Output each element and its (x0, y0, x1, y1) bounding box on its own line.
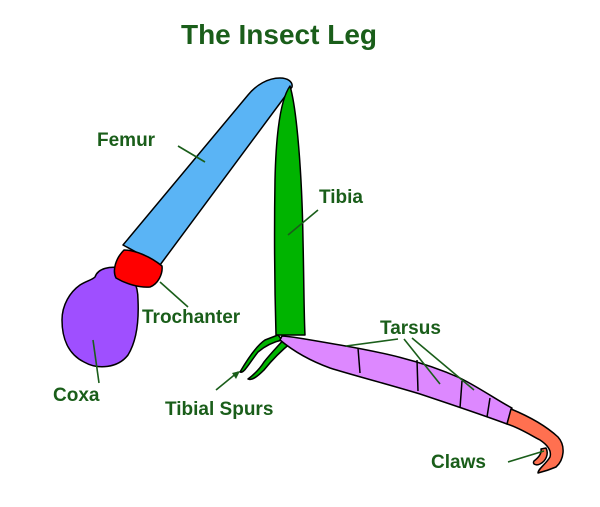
tarsus-leader-1 (345, 338, 399, 347)
label-femur: Femur (97, 130, 156, 151)
diagram-title: The Insect Leg (181, 19, 377, 50)
claws-segment (506, 408, 564, 474)
label-tibial-spurs: Tibial Spurs (165, 399, 273, 420)
tarsus-leader-3 (411, 337, 475, 391)
claw-tip (532, 447, 548, 466)
trochanter-segment (113, 249, 163, 288)
tibial-spur-right (247, 336, 293, 381)
tibial-spurs-arrow-head (232, 371, 240, 379)
tarsus-segment (279, 335, 513, 425)
coxa-leader (92, 339, 100, 384)
tibia-leader (287, 209, 319, 236)
label-trochanter: Trochanter (142, 307, 241, 328)
trochanter-leader (159, 281, 189, 308)
tarsus-division-4 (486, 397, 491, 418)
tibia-segment (273, 85, 306, 336)
label-tarsus: Tarsus (380, 318, 441, 339)
tarsus-division-1 (357, 347, 361, 374)
tarsus-division-3 (459, 380, 463, 409)
tarsus-leader-2 (403, 338, 441, 385)
claws-leader (507, 450, 545, 463)
label-coxa: Coxa (53, 385, 100, 406)
label-tibia: Tibia (319, 187, 363, 208)
tarsus-division-2 (416, 359, 419, 392)
tibial-spur-left (239, 334, 283, 373)
label-claws: Claws (431, 452, 486, 473)
femur-leader (177, 145, 206, 163)
femur-segment (122, 77, 293, 266)
